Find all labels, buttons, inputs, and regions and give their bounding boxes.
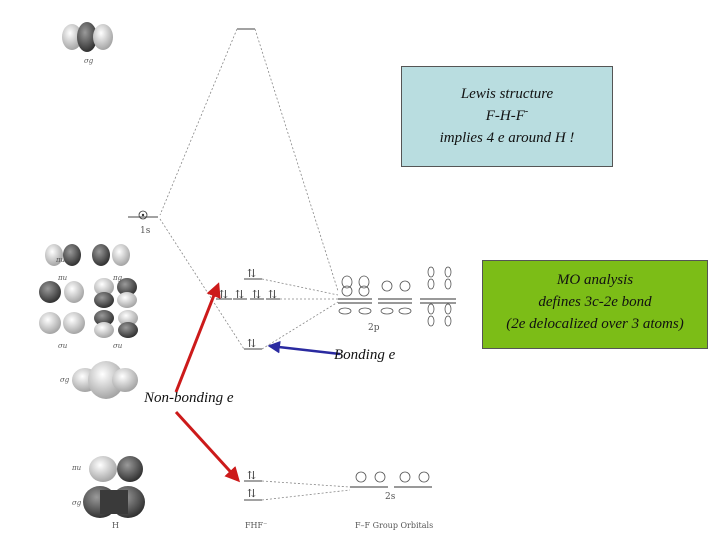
electron-pair-2s-lower: ⇅ [247, 487, 256, 500]
lewis-line-3: implies 4 e around H ! [439, 130, 575, 146]
orbital-picture-pi-bottom [89, 456, 143, 482]
sym-label-4: σu [58, 342, 68, 350]
orbital-picture-sigma-u-1 [39, 312, 85, 334]
sym-label-7: πu [71, 464, 82, 472]
electron-pair-pi-3: ⇅ [252, 288, 261, 301]
h-1s-level [128, 210, 158, 220]
sym-label-3: πg [112, 274, 123, 282]
bonding-arrow [267, 340, 341, 356]
electron-pair-pi-2: ⇅ [235, 288, 244, 301]
orbital-picture-sigma-g-mid [72, 361, 138, 399]
mo-analysis-callout: MO analysis defines 3c-2e bond (2e deloc… [482, 260, 708, 349]
correlation-lines [159, 28, 351, 501]
nonbonding-electrons-label: Non-bonding e [144, 390, 234, 406]
sym-label-1: πu [55, 256, 66, 264]
mo-line-1: MO analysis [556, 272, 634, 288]
sym-label-8: σg [72, 499, 82, 507]
mo-line-2: defines 3c-2e bond [538, 294, 652, 310]
orbital-picture-pi-u-1 [45, 244, 81, 266]
column-label-h: H [112, 521, 119, 530]
ff-2p-label: 2p [368, 323, 380, 333]
column-label-right: F–F Group Orbitals [355, 521, 433, 530]
lewis-line-2-superscript: - [524, 106, 529, 117]
electron-pair-2s-upper: ⇅ [247, 469, 256, 482]
electron-pair-pi-4: ⇅ [268, 288, 277, 301]
ff-2p-levels [338, 298, 456, 304]
orbital-picture-sigma-u-2 [94, 310, 138, 338]
orbital-picture-pi-g-1 [92, 244, 130, 266]
bonding-electrons-label: Bonding e [334, 347, 396, 363]
orbital-picture-sigma-bottom [83, 486, 145, 518]
mo-line-3: (2e delocalized over 3 atoms) [506, 316, 684, 332]
lewis-structure-callout: Lewis structure F-H-F- implies 4 e aroun… [401, 66, 613, 167]
nonbonding-arrow-up [174, 282, 221, 393]
orbital-picture-pi-g-2 [94, 278, 137, 308]
lewis-line-2: F-H-F- [485, 106, 529, 125]
electron-pair-nb-upper: ⇅ [247, 267, 256, 280]
orbital-picture-pi-u-2 [39, 281, 84, 303]
lewis-line-1: Lewis structure [460, 86, 554, 102]
sym-label-6: σg [60, 376, 70, 384]
left-orbital-pictures [39, 22, 145, 518]
sym-label-top: σg [84, 57, 94, 65]
electron-pair-pi-1: ⇅ [219, 288, 228, 301]
sym-label-5: σu [113, 342, 123, 350]
nonbonding-arrow-down [174, 410, 241, 483]
electron-pair-bonding: ⇅ [247, 337, 256, 350]
ff-2s-label: 2s [385, 492, 396, 502]
center-levels [216, 28, 280, 501]
ff-2s-orbital-pictures [355, 471, 430, 483]
ff-2p-orbital-pictures [338, 266, 452, 327]
orbital-picture-sigma-top [62, 22, 113, 52]
column-label-center: FHF⁻ [245, 521, 267, 530]
h-1s-label: 1s [140, 226, 151, 236]
sym-label-2: πu [57, 274, 68, 282]
